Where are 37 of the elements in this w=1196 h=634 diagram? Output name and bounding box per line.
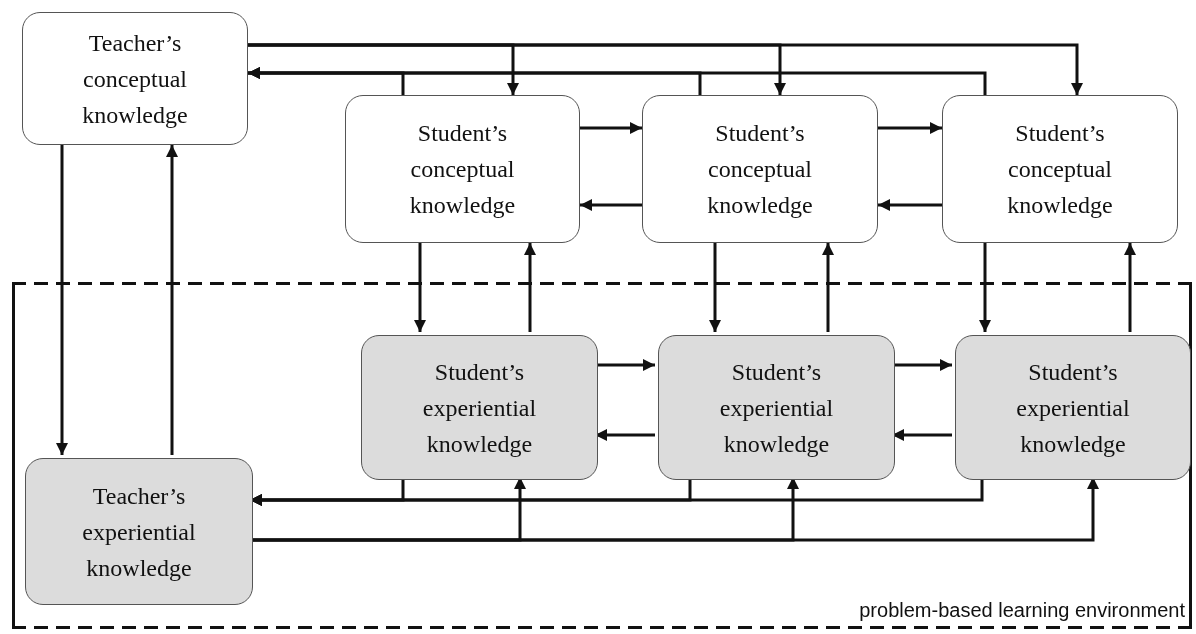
arrow bbox=[892, 429, 952, 441]
arrow bbox=[250, 477, 1099, 542]
node-label: Student’s conceptual knowledge bbox=[408, 119, 517, 220]
node-label: Teacher’s experiential knowledge bbox=[81, 481, 197, 583]
arrow bbox=[166, 145, 178, 455]
environment-boundary bbox=[12, 282, 1192, 629]
arrow bbox=[878, 199, 942, 211]
arrow bbox=[248, 67, 987, 95]
knowledge-box bbox=[22, 12, 248, 145]
arrow bbox=[414, 243, 426, 332]
knowledge-box bbox=[642, 95, 878, 243]
knowledge-box bbox=[345, 95, 580, 243]
arrow bbox=[878, 122, 942, 134]
arrow bbox=[595, 429, 655, 441]
knowledge-box bbox=[25, 458, 253, 605]
arrow bbox=[580, 122, 642, 134]
arrow bbox=[595, 359, 655, 371]
node-label: Student’s conceptual knowledge bbox=[706, 119, 814, 220]
node-label: Student’s experiential knowledge bbox=[1015, 357, 1131, 459]
knowledge-box bbox=[955, 335, 1191, 480]
knowledge-box bbox=[361, 335, 598, 480]
arrow bbox=[979, 243, 991, 332]
arrow bbox=[524, 243, 536, 332]
arrow bbox=[1124, 243, 1136, 332]
arrow bbox=[248, 43, 1083, 95]
arrow bbox=[822, 243, 834, 332]
arrow bbox=[709, 243, 721, 332]
node-label: Student’s experiential knowledge bbox=[421, 357, 538, 459]
arrow bbox=[892, 359, 952, 371]
arrow bbox=[580, 199, 642, 211]
node-label: Student’s conceptual knowledge bbox=[1006, 119, 1114, 220]
region-label: problem-based learning environment bbox=[859, 599, 1185, 622]
node-label: Teacher’s conceptual knowledge bbox=[81, 28, 189, 130]
node-label: Student’s experiential knowledge bbox=[718, 357, 835, 459]
arrow bbox=[56, 145, 68, 455]
knowledge-box bbox=[658, 335, 895, 480]
knowledge-box bbox=[942, 95, 1178, 243]
